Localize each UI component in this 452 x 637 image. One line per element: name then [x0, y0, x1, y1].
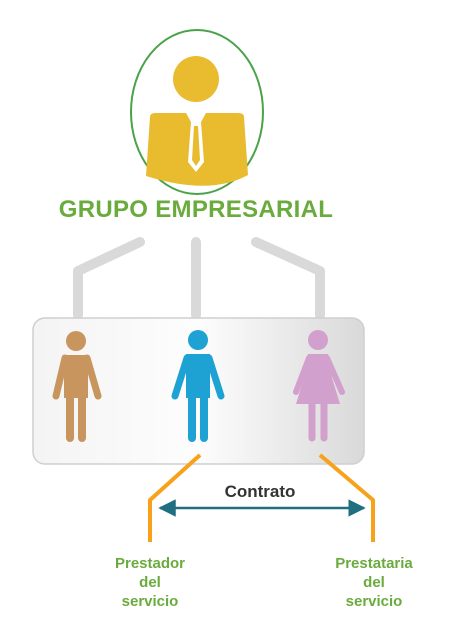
connector-lines — [73, 237, 325, 320]
group-title: GRUPO EMPRESARIAL — [58, 196, 334, 223]
provider-label: Prestador del servicio — [90, 554, 210, 611]
woman-icon — [293, 330, 345, 442]
person-icon — [171, 330, 225, 442]
provider-label-line: Prestador — [114, 555, 186, 572]
client-label-line: servicio — [345, 593, 403, 610]
connector-left — [73, 237, 145, 320]
client-label-line: Prestataria — [335, 555, 413, 572]
client-label-line: del — [363, 574, 385, 591]
provider-connector — [148, 453, 202, 542]
provider-label-line: servicio — [121, 593, 179, 610]
connector-right — [251, 237, 325, 320]
person-icon — [52, 331, 102, 442]
client-label: Prestataria del servicio — [314, 554, 434, 611]
client-connector — [318, 453, 375, 542]
businessman-icon — [146, 56, 248, 186]
contract-label: Contrato — [224, 482, 296, 501]
provider-label-line: del — [139, 574, 161, 591]
role-connectors — [148, 453, 375, 542]
executive-group — [130, 29, 264, 195]
